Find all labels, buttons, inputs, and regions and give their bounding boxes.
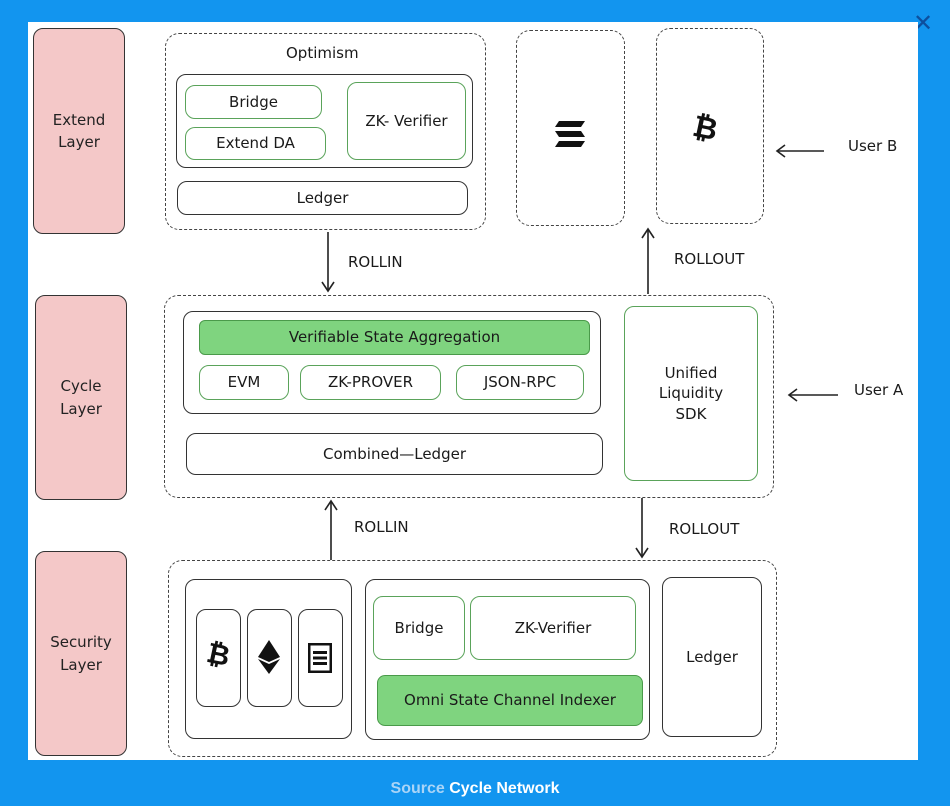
rollout-bottom-label: ROLLOUT xyxy=(669,520,740,538)
extend-ledger-box: Ledger xyxy=(177,181,468,215)
user-b-arrow xyxy=(775,144,824,158)
bitcoin-icon: ₿ xyxy=(689,108,721,149)
user-a-arrow xyxy=(787,388,838,402)
caption-name: Cycle Network xyxy=(449,780,560,797)
cycle-layer-label: Cycle Layer xyxy=(35,295,127,500)
solana-icon xyxy=(308,643,332,673)
ethereum-chain-tile xyxy=(247,609,292,707)
bitcoin-icon: ₿ xyxy=(203,635,234,674)
bridge-box: Bridge xyxy=(185,85,322,119)
ethereum-icon xyxy=(258,640,280,674)
rollout-top-label: ROLLOUT xyxy=(674,250,745,268)
unified-liquidity-sdk-box: Unified Liquidity SDK xyxy=(624,306,758,481)
diagram-canvas: Extend Layer Cycle Layer Security Layer … xyxy=(28,22,918,760)
extend-da-box: Extend DA xyxy=(185,127,326,160)
security-ledger-box: Ledger xyxy=(662,577,762,737)
solana-chain-tile xyxy=(298,609,343,707)
extend-layer-label: Extend Layer xyxy=(33,28,125,234)
security-layer-label: Security Layer xyxy=(35,551,127,756)
rollin-bottom-arrow xyxy=(324,499,338,560)
user-b-label: User B xyxy=(848,137,898,155)
bitcoin-chain-tile: ₿ xyxy=(196,609,241,707)
security-zk-verifier-box: ZK-Verifier xyxy=(470,596,636,660)
rollin-top-arrow xyxy=(321,232,335,293)
user-a-label: User A xyxy=(854,381,904,399)
security-group xyxy=(168,560,777,757)
combined-ledger-box: Combined—Ledger xyxy=(186,433,603,475)
json-rpc-box: JSON-RPC xyxy=(456,365,584,400)
solana-icon xyxy=(555,121,585,147)
cycle-group xyxy=(164,295,774,498)
optimism-group xyxy=(165,33,486,230)
omni-state-channel-indexer-box: Omni State Channel Indexer xyxy=(377,675,643,726)
rollin-bottom-label: ROLLIN xyxy=(354,518,409,536)
caption-prefix: Source xyxy=(390,780,445,797)
security-bridge-box: Bridge xyxy=(373,596,465,660)
zk-prover-box: ZK-PROVER xyxy=(300,365,441,400)
solana-chain-box xyxy=(516,30,625,226)
optimism-title: Optimism xyxy=(286,44,359,62)
rollin-top-label: ROLLIN xyxy=(348,253,403,271)
source-caption: Source Cycle Network xyxy=(0,780,950,798)
rollout-bottom-arrow xyxy=(635,498,649,559)
rollout-top-arrow xyxy=(641,227,655,294)
bitcoin-chain-box: ₿ xyxy=(656,28,764,224)
verifiable-state-aggregation-box: Verifiable State Aggregation xyxy=(199,320,590,355)
zk-verifier-box: ZK- Verifier xyxy=(347,82,466,160)
evm-box: EVM xyxy=(199,365,289,400)
